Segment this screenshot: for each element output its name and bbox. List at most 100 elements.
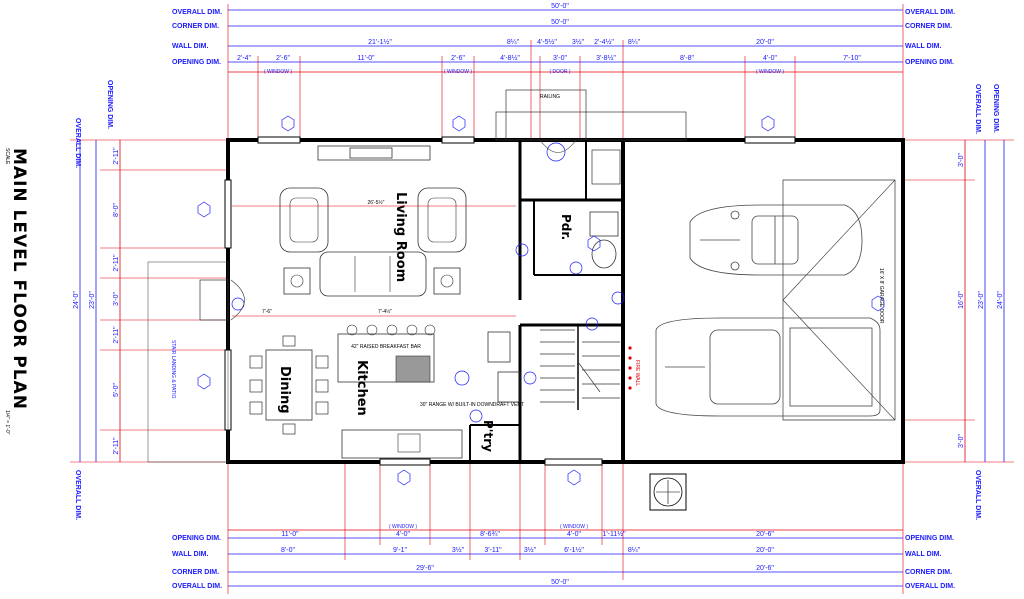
- plan-title: MAIN LEVEL FLOOR PLAN SCALE 1/4" = 1'-0": [4, 148, 29, 435]
- top-opening-value-8: 8'-8": [680, 55, 694, 62]
- room-label-pantry: P'try: [481, 420, 495, 452]
- overall-dim-label-bottom-right: OVERALL DIM.: [905, 583, 955, 590]
- bottom-opening-value-6: 20'-6": [756, 531, 774, 538]
- top-wall-value-2: 8¼": [507, 39, 520, 46]
- bottom-opening-value-5: 1'-11½": [602, 530, 626, 538]
- left-dimensions: 24'-0" 23'-0" 2'-11" 8'-0" 2'-11" 3'-0" …: [70, 80, 228, 520]
- left-seg-4: 3'-0": [113, 292, 120, 306]
- bottom-wall-value-3: 3½": [452, 546, 465, 554]
- bottom-corner-left-value: 29'-6": [416, 565, 434, 572]
- top-door-label: ( DOOR ): [549, 69, 570, 75]
- stairs: FIRE WALL: [540, 329, 640, 403]
- bottom-opening-value-1: 11'-0": [281, 531, 299, 538]
- stair-landing-note: STAIR LANDING & PATIO: [170, 340, 176, 398]
- left-overall-dim-label-top: OVERALL DIM.: [74, 118, 81, 168]
- bottom-wall-value-6: 6'-1½": [564, 546, 584, 554]
- top-wall-value-5: 2'-4½": [594, 38, 614, 46]
- wall-dim-label-bottom-left: WALL DIM.: [172, 551, 208, 558]
- range-note: 30" RANGE W/ BUILT-IN DOWNDRAFT VENT: [420, 402, 524, 408]
- corner-dim-label-bottom-left: CORNER DIM.: [172, 569, 219, 576]
- railing-note: RAILING: [540, 94, 560, 100]
- dim-7-6: 7'-6": [262, 309, 272, 315]
- top-wall-value-6: 8¼": [628, 39, 641, 46]
- left-seg-1: 2'-11": [113, 147, 120, 165]
- car-bottom: [655, 317, 881, 417]
- bottom-wall-value-2: 9'-1": [393, 547, 407, 554]
- living-dim-26: 26'-5½": [368, 199, 385, 206]
- bottom-wall-value-5: 3½": [524, 546, 537, 554]
- raised-bar-note: 42" RAISED BREAKFAST BAR: [351, 344, 421, 350]
- top-opening-value-7: 3'-8½": [596, 54, 616, 62]
- top-opening-value-5: 4'-8½": [500, 54, 520, 62]
- bottom-wall-value-4: 3'-11": [484, 547, 502, 554]
- bottom-window-label-2: ( WINDOW ): [560, 524, 588, 530]
- top-window-label-1: ( WINDOW ): [264, 69, 292, 75]
- right-dimensions: 24'-0" 23'-0" 3'-0" 16'-0" 3'-0" OVERALL…: [903, 84, 1014, 520]
- top-wall-value-4: 3½": [572, 38, 585, 46]
- top-opening-value-10: 7'-10": [843, 55, 861, 62]
- car-top: [689, 204, 863, 276]
- wall-dim-label-top-left: WALL DIM.: [172, 43, 208, 50]
- kitchen-island: [337, 333, 435, 383]
- dining-table: [265, 349, 313, 421]
- opening-dim-label-top-left: OPENING DIM.: [172, 59, 221, 66]
- top-window-label-2: ( WINDOW ): [444, 69, 472, 75]
- garage-door-note: 16' X 8' GARAGE DOOR: [878, 268, 884, 324]
- dim-7-4: 7'-4½": [378, 308, 392, 315]
- room-label-dining: Dining: [277, 366, 292, 414]
- right-seg-3: 3'-0": [958, 434, 965, 448]
- bottom-overall-value: 50'-0": [551, 579, 569, 586]
- bottom-wall-value-1: 8'-0": [281, 547, 295, 554]
- top-wall-value-1: 21'-1½": [368, 38, 392, 46]
- ac-unit-icon: [649, 473, 687, 511]
- top-dimensions: OVERALL DIM. CORNER DIM. WALL DIM. OPENI…: [172, 3, 955, 140]
- overall-dim-label-bottom-left: OVERALL DIM.: [172, 583, 222, 590]
- bottom-window-label-1: ( WINDOW ): [389, 524, 417, 530]
- bottom-opening-value-2: 4'-0": [396, 531, 410, 538]
- dining-area: Dining STAIR LANDING & PATIO 7'-6" 7'-4½…: [147, 261, 516, 463]
- top-opening-value-1: 2'-4": [237, 55, 251, 62]
- left-seg-3: 2'-11": [113, 254, 120, 272]
- opening-dim-label-bottom-left: OPENING DIM.: [172, 535, 221, 542]
- top-corner-value: 50'-0": [551, 19, 569, 26]
- top-opening-value-4: 2'-6": [451, 55, 465, 62]
- bottom-dimensions: OPENING DIM. WALL DIM. CORNER DIM. OVERA…: [172, 462, 955, 594]
- overall-dim-label-top-left: OVERALL DIM.: [172, 9, 222, 16]
- bottom-corner-right-value: 20'-6": [756, 565, 774, 572]
- wall-dim-label-bottom-right: WALL DIM.: [905, 551, 941, 558]
- kitchen: 42" RAISED BREAKFAST BAR 30" RANGE W/ BU…: [337, 324, 537, 459]
- left-overall-dim-label-bottom: OVERALL DIM.: [74, 470, 81, 520]
- right-seg-1: 3'-0": [958, 153, 965, 167]
- right-seg-2: 16'-0": [958, 291, 965, 309]
- left-overall-value: 24'-0": [73, 291, 80, 309]
- left-seg-5: 2'-11": [113, 326, 120, 344]
- right-opening-dim-label-top: OPENING DIM.: [992, 84, 999, 133]
- left-opening-dim-label-top: OPENING DIM.: [106, 80, 113, 129]
- garage: 16' X 8' GARAGE DOOR: [649, 179, 896, 511]
- armchair-right: [417, 187, 467, 253]
- sofa: [319, 251, 427, 297]
- corner-dim-label-top-right: CORNER DIM.: [905, 23, 952, 30]
- left-wall-value: 23'-0": [89, 291, 96, 309]
- living-room: Living Room 26'-5½": [232, 145, 516, 297]
- plan-title-text: MAIN LEVEL FLOOR PLAN: [9, 148, 29, 410]
- wall-dim-label-top-right: WALL DIM.: [905, 43, 941, 50]
- opening-dim-label-bottom-right: OPENING DIM.: [905, 535, 954, 542]
- bottom-wall-value-7: 8¼": [628, 547, 641, 554]
- top-wall-value-7: 20'-0": [756, 39, 774, 46]
- top-opening-value-2: 2'-6": [276, 55, 290, 62]
- top-wall-value-3: 4'-5½": [537, 38, 557, 46]
- top-opening-value-9: 4'-0": [763, 55, 777, 62]
- top-window-label-3: ( WINDOW ): [756, 69, 784, 75]
- bottom-wall-value-8: 20'-0": [756, 547, 774, 554]
- left-seg-6: 5'-0": [113, 383, 120, 397]
- corner-dim-label-top-left: CORNER DIM.: [172, 23, 219, 30]
- armchair-left: [279, 187, 329, 253]
- corner-dim-label-bottom-right: CORNER DIM.: [905, 569, 952, 576]
- scale-label: SCALE: [4, 148, 10, 165]
- bottom-opening-value-4: 4'-0": [567, 531, 581, 538]
- top-opening-value-6: 3'-0": [553, 55, 567, 62]
- left-seg-2: 8'-0": [113, 203, 120, 217]
- tags: [197, 115, 885, 486]
